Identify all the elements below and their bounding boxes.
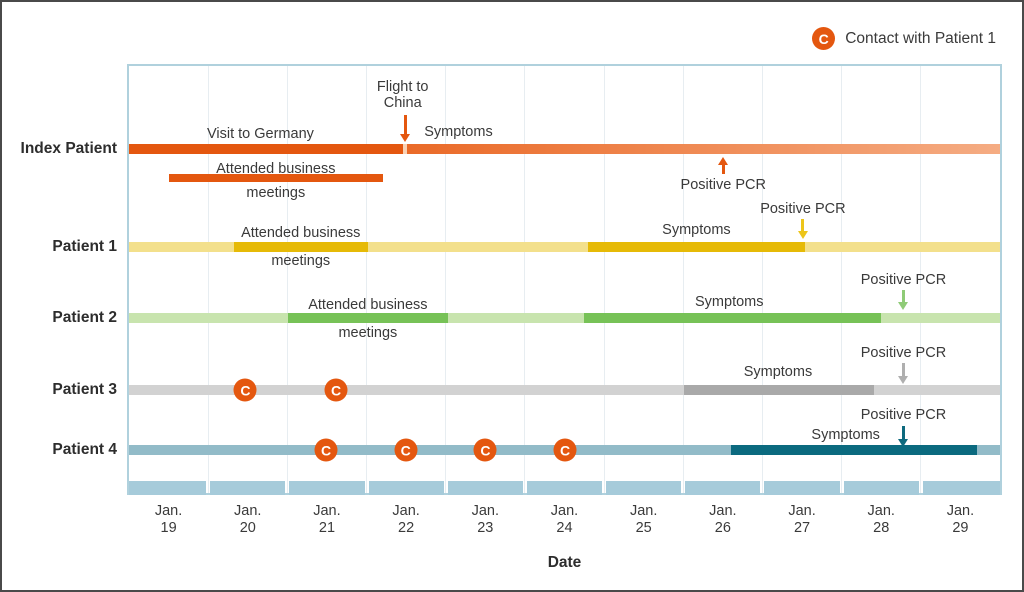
event-label: Positive PCR: [680, 177, 766, 193]
timeline-bar-segment: [233, 242, 368, 252]
timeline-bar-segment: [129, 144, 403, 154]
pcr-down-arrow-icon: [797, 219, 808, 239]
event-label: Attended business: [308, 297, 428, 313]
event-label: Attended business: [241, 225, 361, 241]
timeline-bar-segment: [587, 242, 805, 252]
contact-marker: C: [394, 438, 418, 462]
event-label: meetings: [246, 185, 306, 201]
event-label: Symptoms: [695, 294, 764, 310]
event-label: Positive PCR: [860, 345, 947, 361]
contact-marker: C: [314, 438, 338, 462]
legend-label: Contact with Patient 1: [845, 29, 996, 47]
gridline: [445, 66, 447, 493]
pcr-down-arrow-icon: [898, 290, 909, 310]
axis-day-segment: [447, 481, 523, 495]
contact-legend-icon: C: [812, 27, 836, 50]
timeline-bar-segment: [288, 313, 448, 323]
pcr-down-arrow-icon: [898, 363, 909, 384]
contact-marker: C: [233, 378, 257, 402]
timeline-bar-segment: [402, 144, 408, 154]
event-label: Symptoms: [811, 427, 880, 443]
flight-arrow-icon: [400, 115, 411, 142]
tick-label: Jan.28: [867, 503, 895, 536]
timeline-bar-segment: [583, 313, 881, 323]
tick-label: Jan.20: [234, 503, 262, 536]
axis-day-segment: [843, 481, 919, 495]
row-label-patient-1: Patient 1: [52, 238, 117, 255]
event-label: Symptoms: [424, 124, 493, 140]
event-label: Attended business: [216, 161, 336, 177]
timeline-sub-bar: [168, 174, 383, 182]
gridline: [524, 66, 526, 493]
timeline-bar-segment: [407, 144, 1000, 154]
gridline: [682, 66, 684, 493]
gridline: [603, 66, 605, 493]
gridline: [366, 66, 368, 493]
axis-day-segment: [922, 481, 1000, 495]
gridline: [920, 66, 922, 493]
tick-label: Jan.25: [629, 503, 658, 536]
gridline: [841, 66, 843, 493]
gridline: [286, 66, 288, 493]
axis-day-segment: [685, 481, 761, 495]
axis-day-segment: [764, 481, 840, 495]
timeline-bar-segment: [684, 385, 874, 395]
tick-label: Jan.22: [392, 503, 420, 536]
tick-label: Jan.26: [709, 503, 737, 536]
axis-day-segment: [289, 481, 365, 495]
timeline-bar-segment: [731, 445, 978, 455]
tick-label: Jan.24: [550, 503, 579, 536]
axis-day-segment: [526, 481, 603, 495]
row-label-patient-3: Patient 3: [52, 381, 117, 398]
tick-label: Jan.23: [471, 503, 500, 536]
row-label-index-patient: Index Patient: [20, 140, 117, 157]
timeline-bar-segment: [129, 313, 1000, 323]
event-label: Symptoms: [743, 364, 813, 380]
tick-label: Jan.29: [946, 503, 975, 536]
event-label: Positive PCR: [860, 272, 947, 288]
gridline: [207, 66, 209, 493]
gridline: [761, 66, 763, 493]
event-label: Visit to Germany: [206, 126, 314, 142]
x-axis-title: Date: [547, 554, 582, 571]
contact-marker: C: [324, 378, 348, 402]
tick-label: Jan.27: [788, 503, 816, 536]
pcr-down-arrow-icon: [898, 426, 909, 447]
row-label-patient-4: Patient 4: [52, 441, 117, 458]
axis-day-segment: [368, 481, 444, 495]
event-label: meetings: [271, 253, 331, 269]
tick-label: Jan.21: [313, 503, 341, 536]
event-label: Positive PCR: [760, 201, 846, 217]
event-label: meetings: [338, 325, 398, 341]
tick-label: Jan.19: [154, 503, 183, 536]
legend: C Contact with Patient 1: [812, 27, 996, 50]
axis-day-segment: [129, 481, 207, 495]
contact-marker: C: [553, 438, 577, 462]
timeline-bar-segment: [129, 385, 1000, 395]
timeline-bar-segment: [129, 242, 1000, 252]
axis-day-segment: [210, 481, 286, 495]
row-label-patient-2: Patient 2: [52, 309, 117, 326]
pcr-up-arrow-icon: [718, 157, 729, 174]
event-label: Positive PCR: [860, 407, 947, 423]
event-label: Symptoms: [662, 222, 731, 238]
contact-marker: C: [473, 438, 497, 462]
axis-day-segment: [606, 481, 682, 495]
